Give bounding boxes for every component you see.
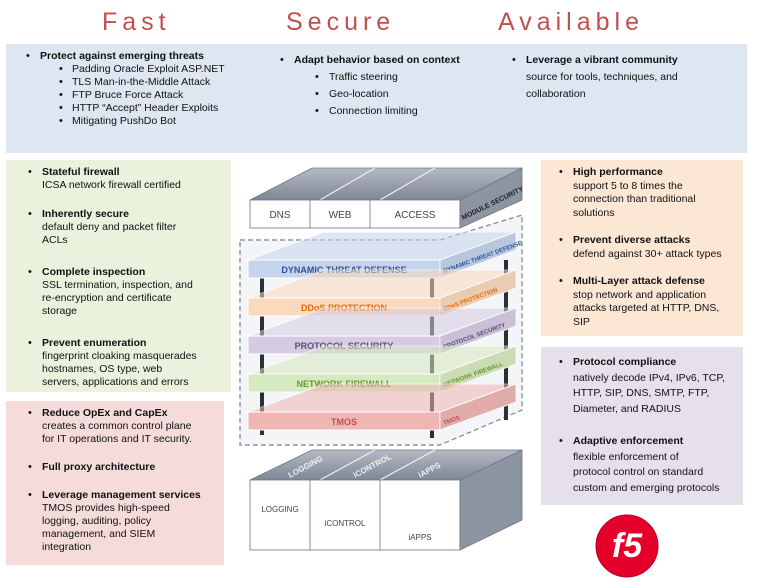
green-line: servers, applications and errors <box>42 376 189 388</box>
red-title: Leverage management services <box>42 489 201 501</box>
orange-block: Multi-Layer attack defense stop network … <box>549 275 741 329</box>
header-fast: Fast <box>102 8 171 36</box>
context-item: Connection limiting <box>270 103 460 120</box>
green-title: Inherently secure <box>42 208 129 220</box>
purple-line: flexible enforcement of <box>573 450 679 463</box>
orange-block: Prevent diverse attacks defend against 3… <box>549 234 741 261</box>
red-title: Full proxy architecture <box>42 461 156 473</box>
threat-item: FTP Bruce Force Attack <box>16 89 225 102</box>
layer-slab: PROTOCOL SECURITYPROTOCOL SECURITY <box>247 307 517 355</box>
red-line: TMOS provides high-speed <box>42 502 170 514</box>
purple-line: Diameter, and RADIUS <box>573 402 681 415</box>
orange-line: attacks targeted at HTTP, DNS, <box>573 302 720 314</box>
community-title: Leverage a vibrant community <box>526 54 678 66</box>
orange-title: Multi-Layer attack defense <box>573 275 705 287</box>
top-col-context: Adapt behavior based on context Traffic … <box>270 52 460 120</box>
purple-line: protocol control on standard <box>573 466 704 478</box>
purple-title: Protocol compliance <box>573 356 677 368</box>
threats-title: Protect against emerging threats <box>40 50 204 62</box>
green-line: ICSA network firewall certified <box>42 179 181 191</box>
purple-title: Adaptive enforcement <box>573 435 684 447</box>
purple-block: Protocol compliance natively decode IPv4… <box>549 355 741 417</box>
available-orange-panel: High performance support 5 to 8 times th… <box>541 160 743 336</box>
f5-logo: f5 <box>595 514 659 578</box>
layer-front-label: TMOS <box>331 417 357 427</box>
green-line: SSL termination, inspection, and <box>42 279 193 291</box>
green-block: Prevent enumeration fingerprint cloaking… <box>18 337 228 389</box>
purple-line: natively decode IPv4, IPv6, TCP, <box>573 371 725 384</box>
context-item: Geo-location <box>270 86 460 103</box>
orange-title: Prevent diverse attacks <box>573 234 691 246</box>
context-title: Adapt behavior based on context <box>294 54 460 66</box>
base-logging-label: LOGGING <box>261 505 298 514</box>
orange-line: solutions <box>573 206 615 219</box>
orange-line: defend against 30+ attack types <box>573 247 722 260</box>
green-block: Complete inspection SSL termination, ins… <box>18 266 228 318</box>
green-line: ACLs <box>42 234 68 246</box>
orange-line: SIP <box>573 315 590 328</box>
red-block: Reduce OpEx and CapEx creates a common c… <box>18 407 223 446</box>
layer-side-label: TMOS <box>443 415 461 427</box>
management-base-box: LOGGING iCONTROL iAPPS LOGGING iCONTROL … <box>249 449 523 551</box>
red-line: for IT operations and IT security. <box>42 433 192 445</box>
orange-line: support 5 to 8 times the <box>573 179 683 192</box>
module-security-box: DNS WEB ACCESS MODULE SECURITY <box>249 167 525 229</box>
layer-side-face <box>439 383 517 431</box>
red-block: Full proxy architecture <box>18 461 223 474</box>
red-line: creates a common control plane <box>42 420 192 432</box>
purple-line: custom and emerging protocols <box>573 481 720 494</box>
community-text: collaboration <box>526 88 586 100</box>
layer-side-shade <box>440 346 516 392</box>
green-block: Inherently secure default deny and packe… <box>18 208 228 247</box>
header-available: Available <box>498 8 645 36</box>
orange-line: connection than traditional <box>573 193 696 205</box>
green-line: default deny and packet filter <box>42 221 177 233</box>
layer-slab: DDoS PROTECTIONDDoS PROTECTION <box>247 269 517 317</box>
header-secure: Secure <box>286 8 396 36</box>
base-iapps-label: iAPPS <box>408 533 431 542</box>
layer-side-shade <box>440 232 516 278</box>
layer-slab: TMOS TMOS <box>247 383 517 431</box>
layer-side-shade <box>440 384 516 430</box>
top-col-community: Leverage a vibrant community source for … <box>502 52 678 103</box>
module-web-label: WEB <box>329 210 352 221</box>
fast-red-panel: Reduce OpEx and CapEx creates a common c… <box>6 401 224 565</box>
purple-block: Adaptive enforcement flexible enforcemen… <box>549 434 741 496</box>
architecture-stack-diagram: DNS WEB ACCESS MODULE SECURITY DYNAMIC T… <box>239 167 525 551</box>
green-title: Complete inspection <box>42 266 146 278</box>
orange-block: High performance support 5 to 8 times th… <box>549 166 741 220</box>
green-line: storage <box>42 305 78 317</box>
community-text: source for tools, techniques, and <box>526 71 678 83</box>
layer-side-shade <box>440 270 516 316</box>
layer-side-shade <box>440 308 516 354</box>
module-access-label: ACCESS <box>394 210 435 221</box>
green-line: re-encryption and certificate <box>42 292 172 304</box>
green-title: Stateful firewall <box>42 166 120 178</box>
green-line: hostnames, OS type, web <box>42 363 163 375</box>
top-panel: Protect against emerging threats Padding… <box>6 44 747 153</box>
purple-line: HTTP, SIP, DNS, SMTP, FTP, <box>573 387 710 399</box>
red-line: logging, auditing, policy <box>42 515 152 527</box>
context-item: Traffic steering <box>270 69 460 86</box>
available-purple-panel: Protocol compliance natively decode IPv4… <box>541 347 743 505</box>
security-layers: DYNAMIC THREAT DEFENSEDYNAMIC THREAT DEF… <box>247 231 523 431</box>
green-block: Stateful firewall ICSA network firewall … <box>18 166 228 192</box>
green-line: fingerprint cloaking masquerades <box>42 350 197 362</box>
module-dns-label: DNS <box>269 210 290 221</box>
threat-item: TLS Man-in-the-Middle Attack <box>16 76 225 89</box>
orange-line: stop network and application <box>573 288 707 301</box>
base-icontrol-label: iCONTROL <box>325 519 366 528</box>
red-block: Leverage management services TMOS provid… <box>18 489 223 554</box>
orange-title: High performance <box>573 166 663 178</box>
threat-item: HTTP “Accept” Header Exploits <box>16 102 225 115</box>
red-title: Reduce OpEx and CapEx <box>42 407 168 419</box>
threat-item: Padding Oracle Exploit ASP.NET <box>16 63 225 76</box>
threat-item: Mitigating PushDo Bot <box>16 115 225 128</box>
green-title: Prevent enumeration <box>42 337 147 349</box>
f5-logo-text: f5 <box>612 527 643 565</box>
red-line: management, and SIEM <box>42 528 156 540</box>
fast-green-panel: Stateful firewall ICSA network firewall … <box>6 160 231 392</box>
red-line: integration <box>42 541 92 553</box>
top-col-threats: Protect against emerging threats Padding… <box>16 50 225 128</box>
